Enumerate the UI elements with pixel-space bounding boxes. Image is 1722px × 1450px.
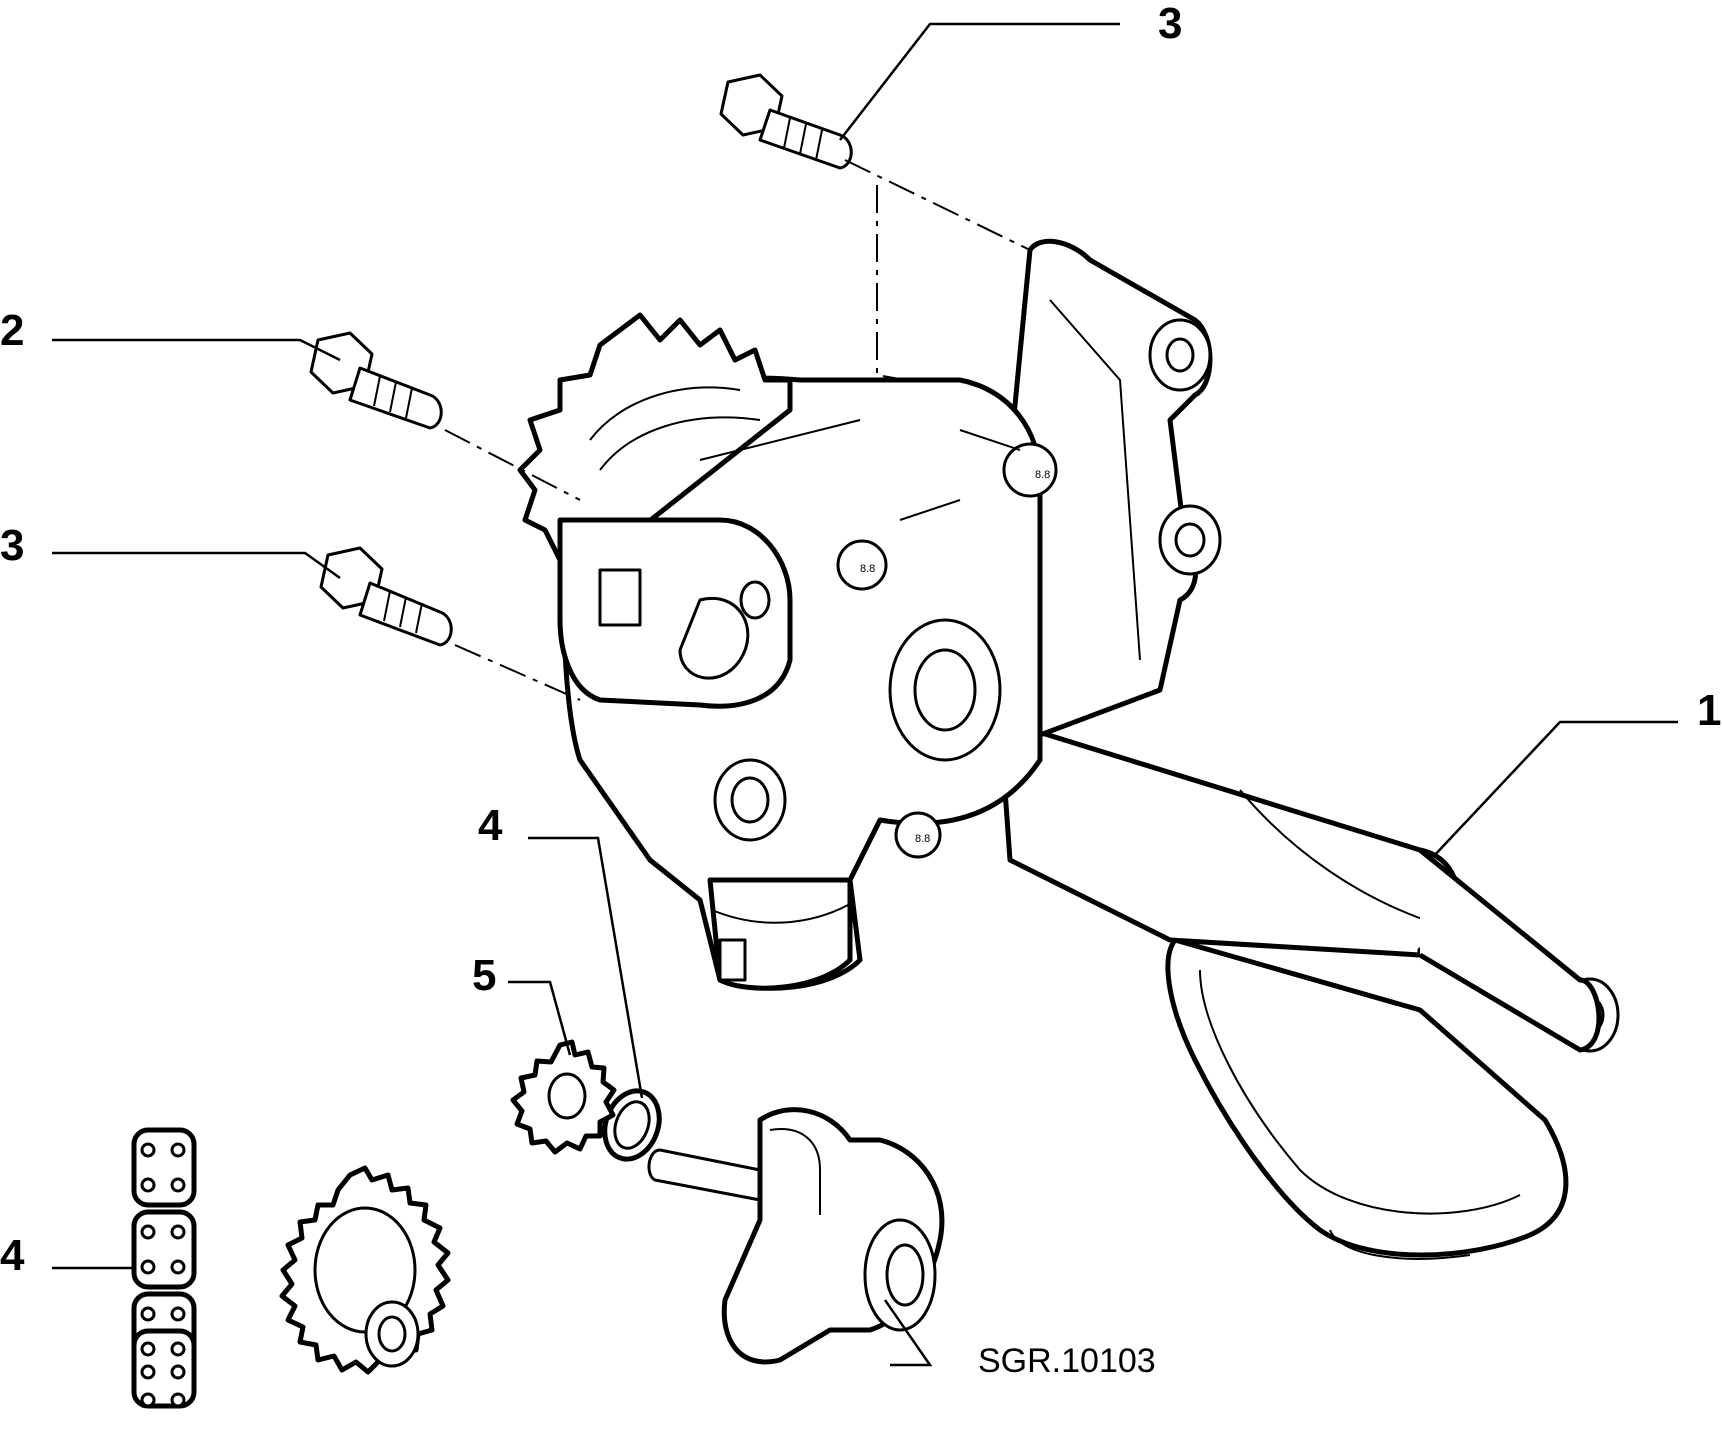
crankshaft-sprocket xyxy=(279,1165,451,1375)
svg-text:8.8: 8.8 xyxy=(860,563,875,575)
svg-text:8.8: 8.8 xyxy=(1035,469,1050,481)
callout-2: 2 xyxy=(0,306,24,355)
callout-3-top: 3 xyxy=(1158,0,1182,48)
callout-labels: 3 2 3 1 4 5 4 callout-4 4 4 SGR.10103 xyxy=(0,0,1721,1380)
svg-text:8.8: 8.8 xyxy=(915,833,930,845)
o-ring xyxy=(602,1088,662,1162)
reference-code: SGR.10103 xyxy=(978,1342,1156,1380)
drive-gear xyxy=(510,1039,617,1155)
assembly-lines xyxy=(444,159,1031,701)
crankshaft xyxy=(647,1107,945,1365)
callout-four: 4 xyxy=(0,1231,25,1280)
oil-pump-assembly: 8.8 8.8 8.8 xyxy=(517,238,1620,1260)
housing-bolt: 8.8 xyxy=(836,539,888,591)
leader-lines xyxy=(52,22,1678,1367)
bolt-2 xyxy=(309,331,443,430)
bolt-3-left xyxy=(319,546,453,647)
callout-3-left: 3 xyxy=(0,521,24,570)
timing-chain xyxy=(131,1127,197,1409)
callout-5: 4 xyxy=(478,801,503,850)
callout-1: 1 xyxy=(1697,686,1721,735)
housing-bolt: 8.8 xyxy=(1002,442,1058,498)
callout-6: 5 xyxy=(472,951,496,1000)
housing-bolt: 8.8 xyxy=(894,811,942,859)
bolt-top xyxy=(719,73,853,170)
